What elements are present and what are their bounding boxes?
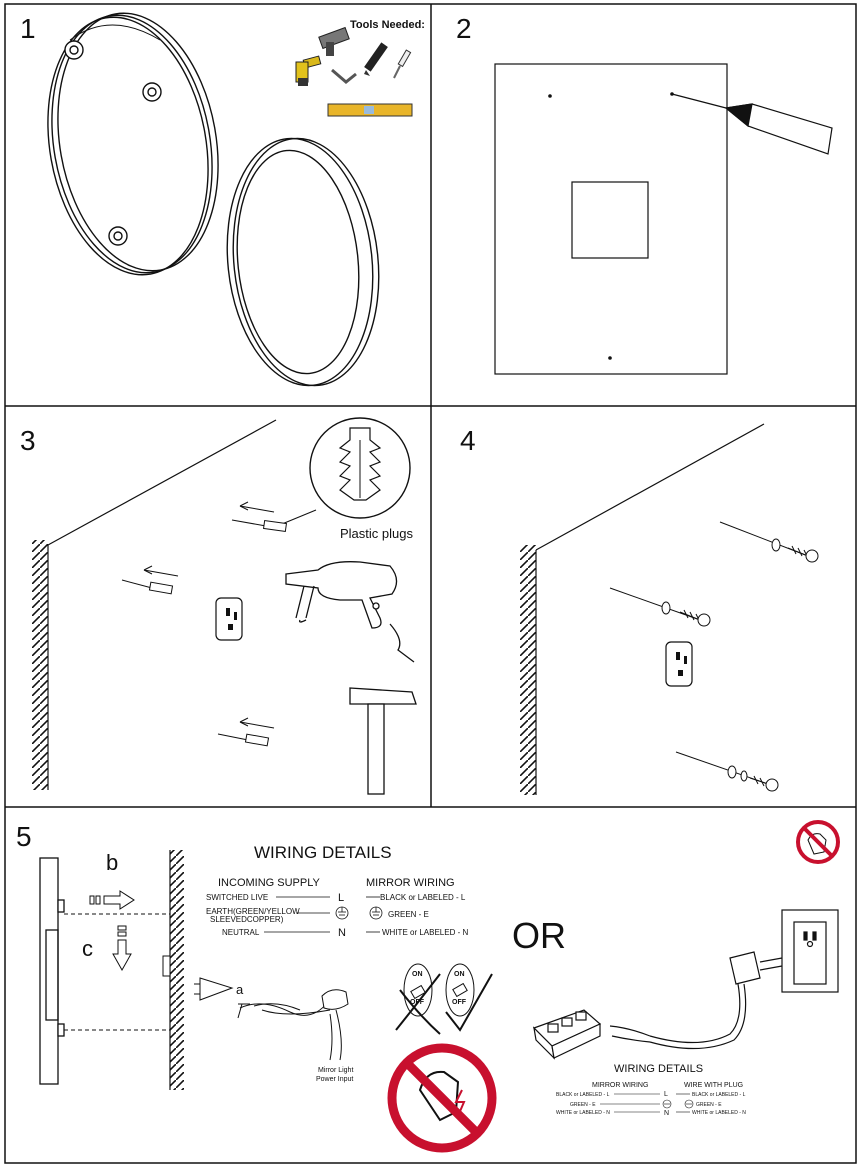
label-c: c [82, 936, 93, 961]
mirror-side-view [39, 857, 65, 1085]
step-number-1: 1 [20, 13, 36, 44]
push-right-arrow-icon [89, 890, 135, 910]
slide-down-arrow-icon [112, 925, 132, 972]
small-black-l-right: BLACK or LABELED - L [692, 1092, 746, 1098]
step-number-5: 5 [16, 821, 32, 852]
earth-label-2: SLEEVEDCOPPER) [210, 915, 284, 924]
wall-perspective-4 [520, 423, 765, 795]
small-black-l-left: BLACK or LABELED - L [556, 1092, 610, 1098]
step-number-3: 3 [20, 425, 36, 456]
plastic-plug-detail-circle [281, 417, 411, 525]
connector-a-icon [194, 977, 250, 1019]
electric-drill-icon [285, 561, 415, 663]
incoming-supply-heading: INCOMING SUPPLY [218, 877, 321, 889]
small-green-e-right: GREEN - E [696, 1102, 722, 1108]
label-b: b [106, 850, 118, 875]
pencil-icon [364, 42, 388, 76]
step-number-4: 4 [460, 425, 476, 456]
dashed-guide-lines [64, 913, 170, 1031]
earth-ground-icon [335, 906, 383, 920]
live-symbol-L: L [338, 892, 344, 904]
mirror-light-label-2: Power Input [316, 1076, 353, 1083]
panel-step-1: 1 Tools Needed: [20, 12, 425, 387]
small-white-n-left: WHITE or LABELED - N [556, 1110, 610, 1116]
mirror-frame-illustration [226, 137, 380, 387]
green-e-label: GREEN - E [388, 910, 429, 919]
wall-side-view [162, 850, 184, 1090]
panel-step-3: 3 Plastic plugs [20, 417, 417, 795]
no-touch-electric-warning-icon [387, 1043, 497, 1153]
tools-needed-title: Tools Needed: [350, 19, 425, 31]
neutral-label: NEUTRAL [222, 928, 260, 937]
cutout-square [571, 181, 649, 259]
wiring-lines [264, 896, 380, 933]
small-white-n-right: WHITE or LABELED - N [692, 1110, 746, 1116]
terminal-block-icon [532, 1009, 602, 1060]
off-label-2: OFF [452, 999, 467, 1006]
small-mirror-wiring-heading: MIRROR WIRING [592, 1082, 648, 1089]
white-n-label: WHITE or LABELED - N [382, 928, 468, 937]
mirror-back-illustration [47, 12, 219, 276]
wall-template-sheet [494, 63, 728, 375]
or-label: OR [512, 915, 566, 956]
plugs-and-arrows [121, 501, 288, 747]
wire-with-plug-heading: WIRE WITH PLUG [684, 1082, 743, 1089]
mirror-light-label-1: Mirror Light [318, 1067, 353, 1074]
plastic-plugs-label: Plastic plugs [340, 526, 413, 541]
off-label-1: OFF [410, 999, 425, 1006]
mirror-wiring-heading: MIRROR WIRING [366, 877, 455, 889]
small-earth-icons [662, 1099, 694, 1109]
panel-step-2: 2 [456, 13, 833, 375]
wall-perspective [32, 419, 277, 790]
switch-off-check-icon [445, 963, 493, 1032]
mounting-bracket-icons [64, 40, 162, 246]
small-wiring-title: WIRING DETAILS [614, 1063, 703, 1075]
marking-points [548, 92, 674, 360]
screws-with-washers [609, 521, 819, 792]
small-wiring-lines [600, 1093, 690, 1113]
small-green-e-left: GREEN - E [570, 1102, 596, 1108]
plug-and-cable-illustration [609, 951, 783, 1050]
panel-step-4: 4 [460, 423, 819, 795]
hammer-icon [349, 687, 417, 795]
on-label-2: ON [454, 971, 465, 978]
wall-outlet-icon [781, 909, 839, 993]
switched-live-label: SWITCHED LIVE [206, 893, 268, 902]
small-L: L [664, 1091, 668, 1098]
wiring-details-title: WIRING DETAILS [254, 843, 392, 862]
power-socket-icon-4 [665, 641, 693, 687]
spirit-level-icon [327, 103, 413, 117]
screwdriver-icon [393, 49, 412, 79]
switch-on-crossed-icon [395, 963, 441, 1035]
panel-step-5: 5 b c a [16, 820, 840, 1153]
small-N: N [664, 1110, 669, 1117]
hex-key-icon [331, 68, 357, 84]
black-l-label: BLACK or LABELED - L [380, 893, 466, 902]
neutral-symbol-N: N [338, 927, 346, 939]
wiring-connection-illustration [239, 989, 349, 1061]
step-number-2: 2 [456, 13, 472, 44]
power-socket-icon [215, 597, 243, 641]
label-a: a [236, 982, 244, 997]
earth-label-1: EARTH(GREEN/YELLOW [206, 907, 300, 916]
cordless-drill-icon [295, 26, 350, 86]
tools-icons [295, 26, 413, 117]
pencil-marking-icon [671, 93, 833, 155]
panel-grid [4, 3, 857, 1164]
on-label-1: ON [412, 971, 423, 978]
no-touch-electric-icon-small [796, 820, 840, 864]
